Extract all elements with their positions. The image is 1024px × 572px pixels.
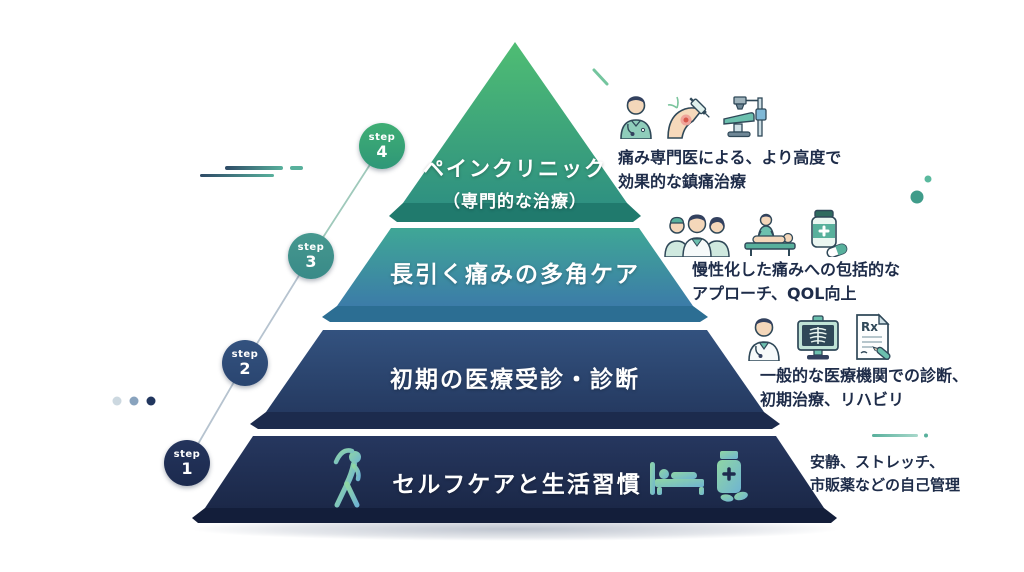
step-badge-number: 1 xyxy=(181,459,193,478)
step-badge-label: step xyxy=(368,132,396,143)
medicine-icon xyxy=(811,209,848,257)
pyramid-tier-3 xyxy=(322,228,708,322)
step-2-description-line-1: 一般的な医療機関での診断、 xyxy=(760,366,969,385)
step-1-description-line-1: 安静、ストレッチ、 xyxy=(810,453,945,471)
pyramid-tier-2 xyxy=(250,330,780,429)
treatment-table-icon xyxy=(723,96,767,138)
medical-team-icon xyxy=(664,214,730,257)
prescription-icon: Rx xyxy=(856,313,891,360)
decoration-dots-left xyxy=(112,396,156,406)
pill-bottle-icon xyxy=(717,451,748,502)
tier-4-title: ペインクリニック （専門的な治療） xyxy=(365,153,665,212)
step-4-description: 痛み専門医による、より高度で 効果的な鎮痛治療 xyxy=(618,146,841,194)
step-2-badge: step 2 xyxy=(222,340,268,386)
step-badge-number: 3 xyxy=(305,252,317,271)
step-4-description-line-2: 効果的な鎮痛治療 xyxy=(618,172,747,191)
xray-monitor-icon xyxy=(797,315,839,360)
step-badge-number: 2 xyxy=(239,359,251,378)
step-4-description-line-1: 痛み専門医による、より高度で xyxy=(618,148,842,167)
decoration-dots-right xyxy=(910,175,932,204)
tier-1-title: セルフケアと生活習慣 xyxy=(392,472,642,498)
step-3-description-line-2: アプローチ、QOL向上 xyxy=(692,284,857,303)
injection-icon xyxy=(667,96,710,139)
decoration-line-bottom-right xyxy=(872,433,928,438)
tier-3-title: 長引く痛みの多角ケア xyxy=(390,262,640,288)
step-4-icon-row xyxy=(616,93,770,139)
step-3-description: 慢性化した痛みへの包括的な アプローチ、QOL向上 xyxy=(692,258,900,306)
pyramid-tier-4 xyxy=(389,42,641,222)
step-2-description: 一般的な医療機関での診断、 初期治療、リハビリ xyxy=(760,364,968,412)
tier-4-title-sub: （専門的な治療） xyxy=(443,192,587,212)
step-3-badge: step 3 xyxy=(288,233,334,279)
step-badge-number: 4 xyxy=(376,142,388,161)
tier-2-title: 初期の医療受診・診断 xyxy=(390,367,640,393)
rx-symbol: Rx xyxy=(861,320,878,334)
step-2-icon-row: Rx xyxy=(744,313,892,361)
step-badge-label: step xyxy=(231,349,259,360)
step-3-description-line-1: 慢性化した痛みへの包括的な xyxy=(692,260,901,279)
tier-4-title-main: ペインクリニック xyxy=(423,157,607,181)
step-badge-label: step xyxy=(297,242,325,253)
bed-rest-icon xyxy=(650,462,704,495)
step-2-description-line-2: 初期治療、リハビリ xyxy=(760,390,905,409)
step-1-badge: step 1 xyxy=(164,440,210,486)
step-badge-label: step xyxy=(173,449,201,460)
massage-therapy-icon xyxy=(744,213,796,256)
doctor-icon xyxy=(620,96,652,139)
step-1-description: 安静、ストレッチ、 市販薬などの自己管理 xyxy=(810,451,960,497)
decoration-lines-top-left xyxy=(200,166,303,177)
decoration-dash-top xyxy=(592,68,609,86)
step-3-icon-row xyxy=(662,209,848,257)
step-1-description-line-2: 市販薬などの自己管理 xyxy=(810,476,961,494)
doctor-icon xyxy=(748,318,780,361)
stretch-person-icon xyxy=(333,448,361,508)
step-4-badge: step 4 xyxy=(359,123,405,169)
